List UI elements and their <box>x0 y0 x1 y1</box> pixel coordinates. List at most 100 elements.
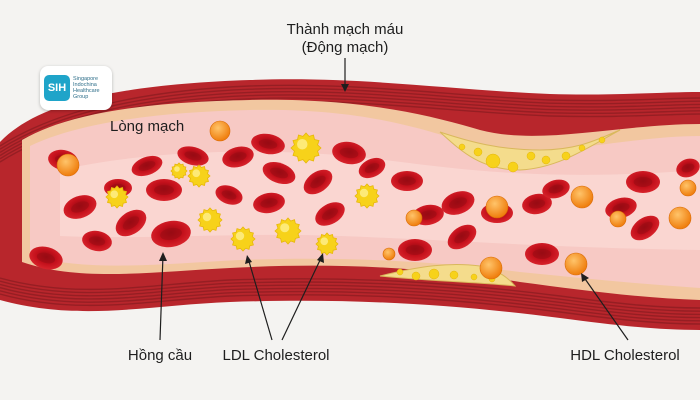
plaque-particle <box>396 268 404 276</box>
hdl-particle <box>209 120 231 142</box>
red-blood-cell <box>115 209 147 237</box>
ldl-particle-shine <box>110 190 119 199</box>
hdl-particle <box>56 153 80 177</box>
red-blood-cell-center <box>449 197 467 209</box>
sih-logo-icon: SIH Singapore Indochina Healthcare Group <box>40 66 112 110</box>
plaque-particle <box>428 268 440 280</box>
red-blood-cell-center <box>548 184 564 194</box>
red-blood-cell-center <box>122 216 140 230</box>
plaque-particle <box>470 273 478 281</box>
arrowhead-red-blood-cell <box>159 252 167 261</box>
red-blood-cell <box>251 133 285 155</box>
red-blood-cell-center <box>633 177 653 187</box>
red-blood-cell <box>82 230 112 252</box>
hdl-particle <box>564 252 588 276</box>
ldl-particle-body <box>315 232 339 256</box>
logo-line-2: Indochina <box>73 81 97 88</box>
arrowhead-ldl-left <box>245 255 252 264</box>
ldl-particle-shine <box>297 139 308 150</box>
red-blood-cell <box>222 146 254 168</box>
red-blood-cell-center <box>339 147 359 159</box>
plaque-particle <box>485 153 501 169</box>
red-blood-cell <box>131 155 163 177</box>
ldl-particle-shine <box>192 169 201 178</box>
red-blood-cell-center <box>612 203 630 213</box>
wall-stripe-lower <box>0 290 700 322</box>
red-blood-cell <box>542 179 570 199</box>
ldl-particle <box>187 164 211 188</box>
red-blood-cell-center <box>138 161 156 171</box>
ldl-particle-shine <box>280 223 290 233</box>
ldl-particle-shine <box>235 231 245 241</box>
plaque-particle <box>526 151 536 161</box>
ldl-particle <box>230 226 256 252</box>
label-hdl-cholesterol: HDL Cholesterol <box>570 347 680 364</box>
hdl-particle <box>668 206 692 230</box>
label-red-blood-cell: Hồng cầu <box>128 347 192 364</box>
leader-arrowheads <box>159 84 589 282</box>
hdl-particle <box>485 195 509 219</box>
red-blood-cell-center <box>258 139 278 149</box>
red-blood-cell-center <box>454 230 470 244</box>
red-blood-cell <box>447 224 477 250</box>
hdl-particle <box>570 185 594 209</box>
plaque-particle <box>598 136 606 144</box>
red-blood-cell-center <box>322 208 338 220</box>
ldl-particle-shine <box>359 188 369 198</box>
red-blood-cell <box>358 157 386 179</box>
hdl-particle <box>609 210 627 228</box>
ldl-particle-shine <box>174 166 180 172</box>
ldl-particle <box>354 183 380 209</box>
red-blood-cell <box>626 171 660 193</box>
red-blood-cell-center <box>36 252 56 264</box>
red-blood-cell <box>63 195 97 219</box>
red-blood-cell <box>215 185 243 205</box>
ldl-particle-body <box>230 226 256 252</box>
wall-stripe-lower <box>0 283 700 316</box>
red-blood-cell <box>151 220 191 248</box>
ldl-particle <box>170 162 188 180</box>
ldl-particle-body <box>197 207 223 233</box>
ldl-particle-body <box>290 132 322 164</box>
red-blood-cell <box>303 169 333 195</box>
red-blood-cell-center <box>184 151 202 161</box>
ldl-particle-body <box>105 185 129 209</box>
plaque-particle <box>411 271 421 281</box>
wall-stripe-lower <box>0 280 700 312</box>
red-blood-cell-center <box>405 245 425 255</box>
hdl-particle <box>405 209 423 227</box>
arrowhead-ldl-right <box>317 253 324 263</box>
wall-stripe-lower <box>0 293 700 325</box>
red-blood-cell <box>398 239 432 261</box>
red-blood-cell-center <box>71 201 89 213</box>
red-blood-cell <box>177 146 209 166</box>
ldl-particle <box>315 232 339 256</box>
red-blood-cell-center <box>364 163 380 173</box>
ldl-particle-shine <box>202 212 212 222</box>
wall-stripe-lower <box>0 277 700 309</box>
plaque-particles <box>396 136 606 283</box>
plaque-particle <box>507 161 519 173</box>
arrowhead-vessel-wall <box>341 84 349 92</box>
label-vessel-wall-line2: (Động mạch) <box>302 39 389 56</box>
red-blood-cell <box>630 215 660 241</box>
ldl-particle <box>274 217 302 245</box>
red-blood-cell-center <box>88 236 106 246</box>
logo-line-3: Healthcare <box>73 88 100 94</box>
red-blood-cell-center <box>532 249 552 259</box>
leader-ldl-right <box>281 255 323 341</box>
ldl-particle-body <box>274 217 302 245</box>
plaque-particle <box>473 147 483 157</box>
ldl-particles <box>105 132 380 256</box>
red-blood-cell-center <box>310 175 326 189</box>
arrowhead-hdl <box>581 273 589 282</box>
red-blood-cell <box>262 161 296 185</box>
leader-ldl-left <box>247 257 273 341</box>
label-lumen: Lòng mạch <box>110 118 184 135</box>
red-blood-cell <box>676 158 700 178</box>
red-blood-cell <box>522 193 552 215</box>
red-blood-cell-center <box>681 163 695 173</box>
red-blood-cell-center <box>419 210 437 220</box>
